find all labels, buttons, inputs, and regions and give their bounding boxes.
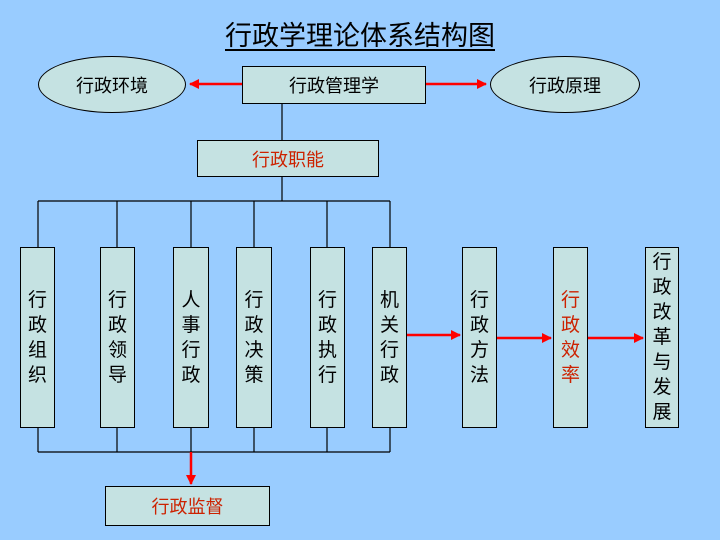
node-personnel-administration: 人事行政 xyxy=(173,247,209,428)
node-admin-leadership: 行政领导 xyxy=(100,247,135,428)
node-admin-execution-label: 行政执行 xyxy=(317,288,337,386)
node-admin-efficiency-label: 行政效率 xyxy=(560,288,580,386)
node-admin-organization-label: 行政组织 xyxy=(27,288,47,386)
node-admin-efficiency: 行政效率 xyxy=(553,247,588,428)
node-government-office: 机关行政 xyxy=(372,247,407,428)
node-admin-reform: 行政改革与发展 xyxy=(645,247,679,428)
node-admin-methods-label: 行政方法 xyxy=(469,288,489,386)
node-admin-methods: 行政方法 xyxy=(462,247,497,428)
node-admin-organization: 行政组织 xyxy=(20,247,55,428)
diagram-title-text: 行政学理论体系结构图 xyxy=(225,21,495,52)
node-admin-decision-label: 行政决策 xyxy=(244,288,264,386)
diagram-title: 行政学理论体系结构图 xyxy=(0,14,720,53)
node-admin-supervision: 行政监督 xyxy=(105,486,270,526)
node-admin-decision: 行政决策 xyxy=(236,247,272,428)
node-admin-execution: 行政执行 xyxy=(310,247,345,428)
node-admin-functions: 行政职能 xyxy=(197,140,379,177)
node-government-office-label: 机关行政 xyxy=(379,288,399,386)
node-public-administration: 行政管理学 xyxy=(242,66,426,104)
node-admin-principles: 行政原理 xyxy=(490,56,640,113)
node-admin-leadership-label: 行政领导 xyxy=(107,288,127,386)
node-admin-reform-label: 行政改革与发展 xyxy=(652,251,672,423)
node-personnel-administration-label: 人事行政 xyxy=(181,288,201,386)
node-admin-environment: 行政环境 xyxy=(38,56,186,113)
